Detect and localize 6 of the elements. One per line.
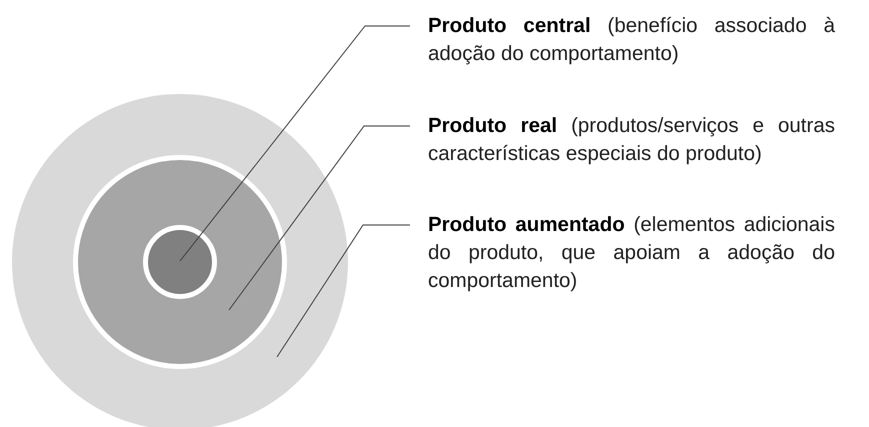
leader-line <box>276 224 410 358</box>
callout-text: Produto aumentado (elementos adicionais do produto, que apoiam a adoção do comportamento) <box>410 211 835 295</box>
leader-line <box>228 126 410 310</box>
leader-line <box>180 26 410 262</box>
callout-text: Produto real (produtos/serviços e outras características especiais do produto) <box>410 112 835 168</box>
callout-text: Produto central (benefício associado à adoção do comportamento) <box>410 12 835 68</box>
